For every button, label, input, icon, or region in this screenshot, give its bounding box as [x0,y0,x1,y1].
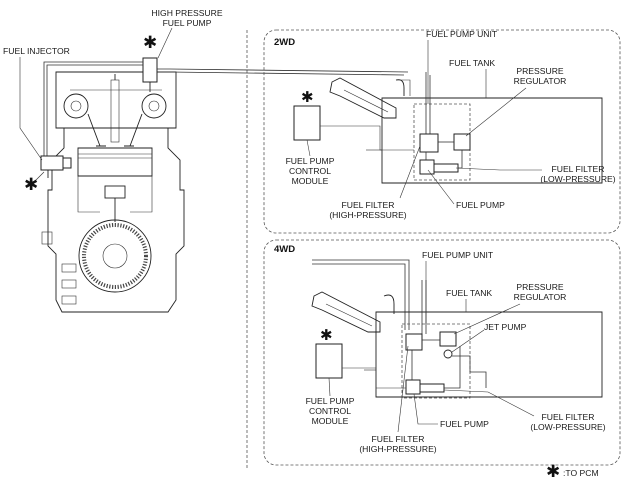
intake-cam-icon [63,93,89,119]
engine-block [41,71,185,313]
module-asterisk-4wd-icon: ✱ [320,326,333,344]
legend-asterisk-icon: ✱ [546,462,560,481]
tank-label-4wd: FUEL TANK [446,288,492,298]
hp-pump-label-2: FUEL PUMP [163,18,212,28]
filter-lp-4wd [419,383,445,393]
filter-lp-label-2wd-2: (LOW-PRESSURE) [540,174,615,184]
control-module-2wd [293,105,321,141]
module-label-2wd-1: FUEL PUMP [286,156,335,166]
pump-unit-box-2wd [413,103,471,181]
module-label-4wd-2: CONTROL [309,406,351,416]
control-module-4wd [315,343,343,379]
panel-4wd [263,239,621,466]
module-asterisk-2wd-icon: ✱ [301,88,314,106]
filter-hp-label-2wd-2: (HIGH-PRESSURE) [329,210,406,220]
panel-4wd-title: 4WD [274,244,295,255]
filter-lp-label-4wd-2: (LOW-PRESSURE) [530,422,605,432]
pump-unit-label-4wd: FUEL PUMP UNIT [422,250,494,260]
exhaust-cam-icon [141,93,167,119]
regulator-label-2wd-2: REGULATOR [514,76,567,86]
injector-label: FUEL INJECTOR [3,46,70,56]
regulator-label-4wd-2: REGULATOR [514,292,567,302]
hp-pump-label-1: HIGH PRESSURE [151,8,222,18]
fuel-tank-2wd [329,77,603,184]
regulator-label-4wd-1: PRESSURE [516,282,564,292]
module-label-2wd-3: MODULE [292,176,329,186]
fuel-pump-4wd [405,379,421,395]
crank-gear-icon [78,219,152,293]
pressure-regulator-2wd [453,133,471,151]
filter-hp-label-4wd-2: (HIGH-PRESSURE) [359,444,436,454]
module-label-2wd-2: CONTROL [289,166,331,176]
filter-lp-label-2wd-1: FUEL FILTER [551,164,604,174]
filter-lp-2wd [433,163,459,173]
filter-lp-label-4wd-1: FUEL FILTER [541,412,594,422]
pump-label-2wd: FUEL PUMP [456,200,505,210]
module-label-4wd-1: FUEL PUMP [306,396,355,406]
fuel-pump-2wd [419,159,435,175]
tank-label-2wd: FUEL TANK [449,58,495,68]
pressure-regulator-4wd [439,331,457,347]
pcm-asterisk-icon: ✱ [143,33,157,53]
fuel-injector [40,155,72,178]
panel-2wd-title: 2WD [274,37,295,48]
panel-2wd [263,29,621,234]
high-pressure-fuel-pump: ✱ [142,33,158,92]
filter-hp-label-2wd-1: FUEL FILTER [341,200,394,210]
piston-icon [77,147,153,177]
pump-unit-label-2wd: FUEL PUMP UNIT [426,29,498,39]
pump-label-4wd: FUEL PUMP [440,419,489,429]
regulator-label-2wd-1: PRESSURE [516,66,564,76]
fuel-tank-4wd [311,291,603,398]
filter-hp-4wd [405,333,423,351]
jet-pump-4wd [443,349,453,359]
injector-asterisk-icon: ✱ [24,175,38,195]
spark-plug-icon [110,79,120,143]
jet-pump-label-4wd: JET PUMP [484,322,527,332]
legend-to-pcm: :TO PCM [563,468,599,478]
module-label-4wd-3: MODULE [312,416,349,426]
filter-hp-label-4wd-1: FUEL FILTER [371,434,424,444]
filter-hp-2wd [419,133,439,153]
